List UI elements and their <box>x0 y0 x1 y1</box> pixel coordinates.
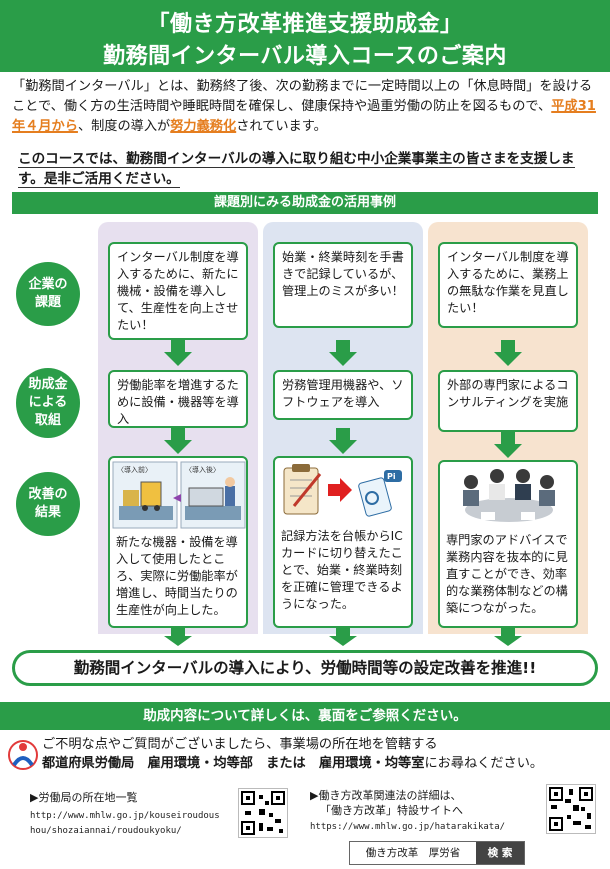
bureau-list-link-block: ▶労働局の所在地一覧 http://www.mhlw.go.jp/kouseir… <box>30 790 230 839</box>
case1-result: 〈導入前〉 〈導入後〉 新たな機器・設備を導入して使用したところ、実際に労働能率… <box>108 456 248 628</box>
contact-line1: ご不明な点やご質問がございましたら、事業場の所在地を管轄する <box>42 737 438 752</box>
summary-banner: 勤務間インターバルの導入により、労働時間等の設定改善を推進!! <box>12 650 598 686</box>
row-label-action: 助成金 による 取組 <box>16 368 80 438</box>
workstyle-label2: 「働き方改革」特設サイトへ <box>320 804 463 817</box>
search-query[interactable]: 働き方改革 厚労省 <box>365 847 461 859</box>
ic-card-label: Pi <box>387 472 396 481</box>
contact-info: ご不明な点やご質問がございましたら、事業場の所在地を管轄する 都道府県労働局 雇… <box>42 735 608 773</box>
page-title-line1: 「働き方改革推進支援助成金」 <box>147 12 463 37</box>
case1-result-text: 新たな機器・設備を導入して使用したところ、実際に労働能率が増進し、時間当たりの生… <box>116 535 238 617</box>
case2-action: 労務管理用機器や、ソフトウェアを導入 <box>273 370 413 420</box>
search-button[interactable]: 検 索 <box>476 842 524 864</box>
case3-issue: インターバル制度を導入するために、業務上の無駄な作業を見直したい！ <box>438 242 578 328</box>
bureau-list-url[interactable]: http://www.mhlw.go.jp/kouseiroudoushou/s… <box>30 811 220 836</box>
meeting-illustration <box>463 469 555 522</box>
intro-duty: 努力義務化 <box>170 119 237 134</box>
workstyle-label1: ▶働き方改革関連法の詳細は、 <box>310 789 462 802</box>
qr-code-icon <box>546 784 596 834</box>
call-to-action: このコースでは、勤務間インターバルの導入に取り組む中小企業事業主の皆さまを支援し… <box>18 149 598 189</box>
mhlw-logo-icon <box>8 740 38 770</box>
ic-card-illustration: Pi <box>283 464 402 517</box>
intro-text-3: されています。 <box>236 119 327 134</box>
before-label: 〈導入前〉 <box>117 465 152 474</box>
case2-result: Pi 記録方法を台帳からICカードに切り替えたことで、始業・終業時刻を正確に管理… <box>273 456 413 628</box>
factory-illustration: 〈導入前〉 〈導入後〉 <box>112 461 246 529</box>
case3-result: 専門家のアドバイスで業務内容を抜本的に見直すことができ、効率的な業務体制などの構… <box>438 460 578 628</box>
case3-result-text: 専門家のアドバイスで業務内容を抜本的に見直すことができ、効率的な業務体制などの構… <box>446 533 568 615</box>
intro-paragraph: 「勤務間インターバル」とは、勤務終了後、次の勤務までに一定時間以上の「休息時間」… <box>12 77 600 137</box>
contact-tail: にお尋ねください。 <box>424 756 544 771</box>
case2-issue: 始業・終業時刻を手書きで記録しているが、管理上のミスが多い！ <box>273 242 413 328</box>
workstyle-url[interactable]: https://www.mhlw.go.jp/hatarakikata/ <box>310 822 506 832</box>
intro-date: 平成31年４月から <box>12 99 596 134</box>
search-box[interactable]: 働き方改革 厚労省 検 索 <box>349 841 525 865</box>
info-bar: 助成内容について詳しくは、裏面をご参照ください。 <box>0 702 610 730</box>
page-title-line2: 勤務間インターバル導入コースのご案内 <box>103 44 507 69</box>
intro-text: 「勤務間インターバル」とは、勤務終了後、次の勤務までに一定時間以上の「休息時間」… <box>12 79 593 114</box>
row-label-issue: 企業の 課題 <box>16 262 80 326</box>
row-label-result: 改善の 結果 <box>16 472 80 536</box>
section-title-bar: 課題別にみる助成金の活用事例 <box>12 192 598 214</box>
after-label: 〈導入後〉 <box>185 465 220 474</box>
case1-issue: インターバル制度を導入するために、新たに機械・設備を導入して、生産性を向上させた… <box>108 242 248 340</box>
case3-action: 外部の専門家によるコンサルティングを実施 <box>438 370 578 432</box>
case1-action: 労働能率を増進するために設備・機器等を導入 <box>108 370 248 428</box>
case2-result-text: 記録方法を台帳からICカードに切り替えたことで、始業・終業時刻を正確に管理できる… <box>281 529 403 611</box>
bureau-list-label: ▶労働局の所在地一覧 <box>30 791 138 804</box>
workstyle-site-link-block: ▶働き方改革関連法の詳細は、 「働き方改革」特設サイトへ https://www… <box>310 788 540 835</box>
qr-code-icon <box>238 788 288 838</box>
intro-text-2: 、制度の導入が <box>77 119 171 134</box>
page-header: 「働き方改革推進支援助成金」 勤務間インターバル導入コースのご案内 <box>0 0 610 72</box>
contact-bureau: 都道府県労働局 雇用環境・均等部 または 雇用環境・均等室 <box>42 756 425 771</box>
call-text: このコースでは、勤務間インターバルの導入に取り組む中小企業事業主の皆さまを支援し… <box>18 151 575 188</box>
